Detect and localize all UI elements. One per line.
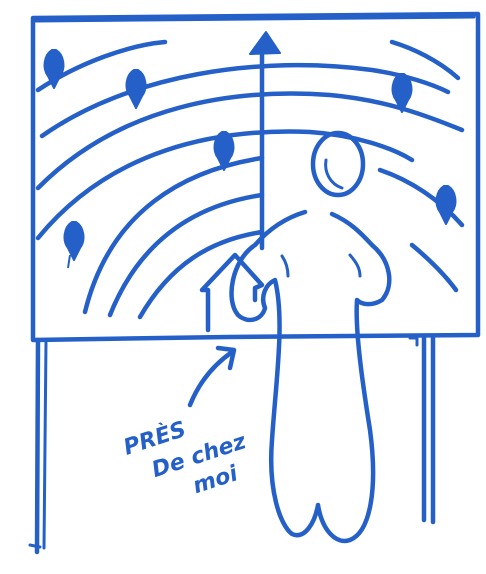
map-pin-icon: [127, 70, 146, 108]
pointer-arrow-icon: [190, 348, 234, 405]
map-pin-icon: [65, 222, 84, 260]
map-pin-icon: [68, 255, 70, 268]
handwritten-caption: PRÈS De chez moi: [120, 400, 258, 516]
map-pin-icon: [437, 186, 456, 224]
